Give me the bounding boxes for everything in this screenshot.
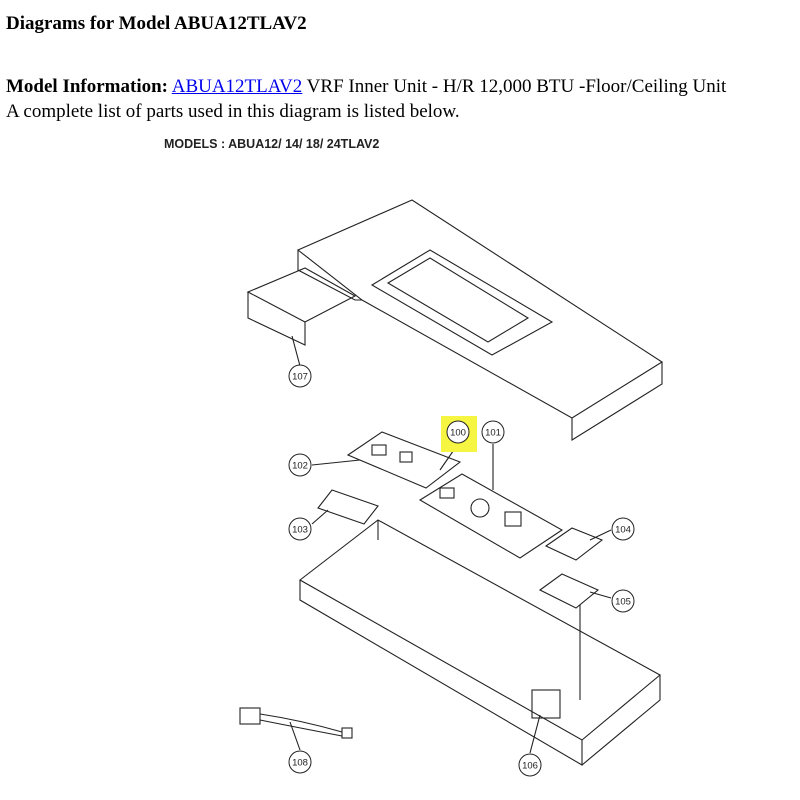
callout-103[interactable]: 103 (288, 517, 312, 541)
callout-100[interactable]: 100 (446, 420, 470, 444)
callout-102[interactable]: 102 (288, 453, 312, 477)
svg-text:102: 102 (292, 461, 308, 472)
control-board-part (346, 431, 462, 489)
svg-text:103: 103 (292, 525, 308, 536)
power-board-part (418, 473, 564, 559)
exploded-parts-diagram: MODELS : ABUA12/ 14/ 18/ 24TLAV2 (164, 137, 664, 777)
svg-text:101: 101 (485, 428, 501, 439)
svg-text:100: 100 (450, 428, 466, 439)
models-caption: MODELS : ABUA12/ 14/ 18/ 24TLAV2 (164, 137, 379, 151)
chassis-part (299, 519, 661, 766)
terminal-block-part (544, 527, 604, 561)
page-title: Diagrams for Model ABUA12TLAV2 (6, 13, 307, 34)
callout-105[interactable]: 105 (611, 589, 635, 613)
model-info: Model Information: ABUA12TLAV2 VRF Inner… (6, 74, 726, 124)
model-info-label: Model Information: (6, 76, 169, 97)
callout-106[interactable]: 106 (518, 753, 542, 777)
callout-108[interactable]: 108 (288, 750, 312, 774)
callout-104[interactable]: 104 (611, 517, 635, 541)
callout-101[interactable]: 101 (481, 420, 505, 444)
svg-text:104: 104 (615, 525, 631, 536)
callout-107[interactable]: 107 (288, 364, 312, 388)
parts-note: A complete list of parts used in this di… (6, 101, 460, 122)
top-cover-part (246, 199, 664, 441)
model-link[interactable]: ABUA12TLAV2 (171, 76, 303, 97)
svg-text:106: 106 (522, 761, 538, 772)
relay-part (538, 573, 600, 609)
svg-text:107: 107 (292, 372, 308, 383)
model-description: VRF Inner Unit - H/R 12,000 BTU -Floor/C… (302, 76, 727, 97)
svg-text:105: 105 (615, 597, 631, 608)
svg-text:108: 108 (292, 758, 308, 769)
display-board-part (317, 489, 379, 525)
wire-harness-part (239, 707, 353, 739)
